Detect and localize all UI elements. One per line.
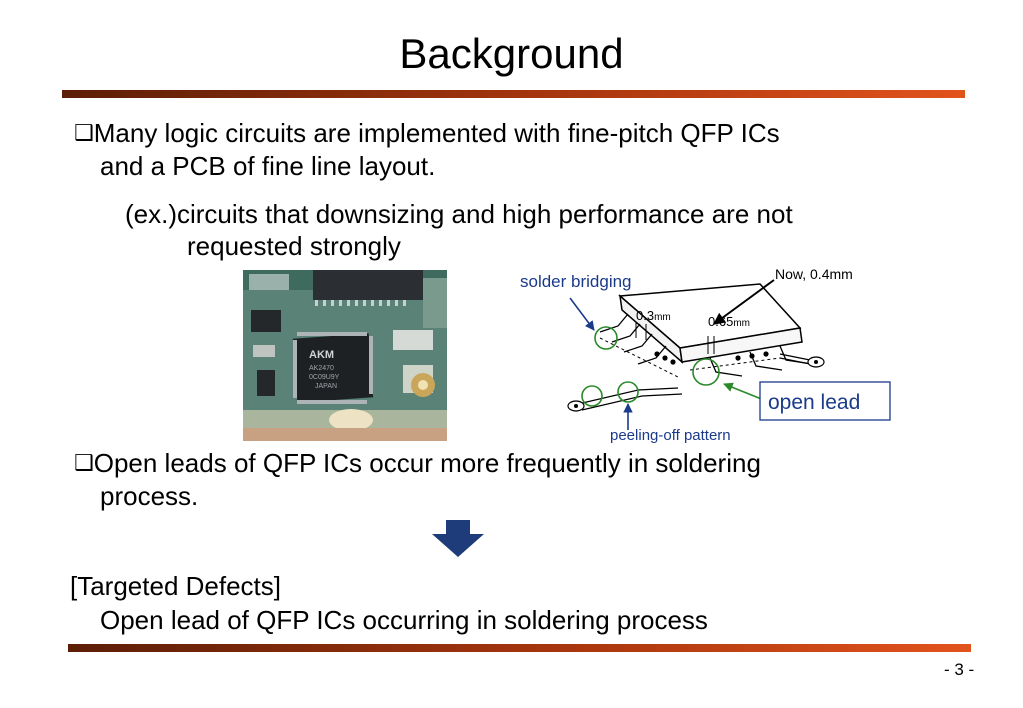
down-arrow-icon [430, 520, 486, 563]
peeling-off-label: peeling-off pattern [610, 427, 731, 444]
open-lead-highlight [692, 358, 720, 386]
pcb-photo: AKM AK2470 0C09U9Y JAPAN [243, 270, 447, 441]
bullet2-line2: process. [100, 481, 199, 511]
targeted-defects-text: Open lead of QFP ICs occurring in solder… [100, 605, 708, 635]
chip-sub2: 0C09U9Y [309, 374, 340, 381]
qfp-diagram: solder bridging Now, 0.4mm 0.3mm 0.65mm … [510, 258, 900, 448]
title-divider-bar [62, 90, 965, 98]
open-lead-box [759, 381, 891, 421]
bullet2-line1: ❑Open leads of QFP ICs occur more freque… [74, 448, 761, 478]
checkbox-square-icon: ❑ [74, 451, 94, 476]
now-pitch-label: Now, 0.4mm [775, 266, 853, 282]
chip-sub1: AK2470 [309, 365, 334, 372]
slide-title: Background [399, 30, 624, 77]
qfp-diagram-graphic: solder bridging Now, 0.4mm 0.3mm 0.65mm … [520, 266, 891, 444]
example-line2: requested strongly [187, 231, 401, 261]
open-lead-label: open lead [768, 391, 860, 414]
example-line1: (ex.)circuits that downsizing and high p… [125, 199, 793, 229]
bridging-highlight [594, 326, 618, 350]
pitch-065-label: 0.65mm [708, 314, 750, 329]
chip-sub3: JAPAN [315, 383, 337, 390]
chip-label: AKM [309, 349, 334, 361]
page-number: - 3 - [944, 660, 975, 679]
targeted-defects-heading: [Targeted Defects] [70, 571, 281, 601]
solder-bridging-label: solder bridging [520, 272, 632, 291]
pcb-photo-graphic: AKM AK2470 0C09U9Y JAPAN [243, 270, 447, 441]
pitch-03-label: 0.3mm [636, 308, 671, 323]
checkbox-square-icon: ❑ [74, 121, 94, 146]
bullet1-line1: ❑Many logic circuits are implemented wit… [74, 118, 780, 148]
bullet1-line2: and a PCB of fine line layout. [100, 151, 436, 181]
footer-divider-bar [68, 644, 971, 652]
